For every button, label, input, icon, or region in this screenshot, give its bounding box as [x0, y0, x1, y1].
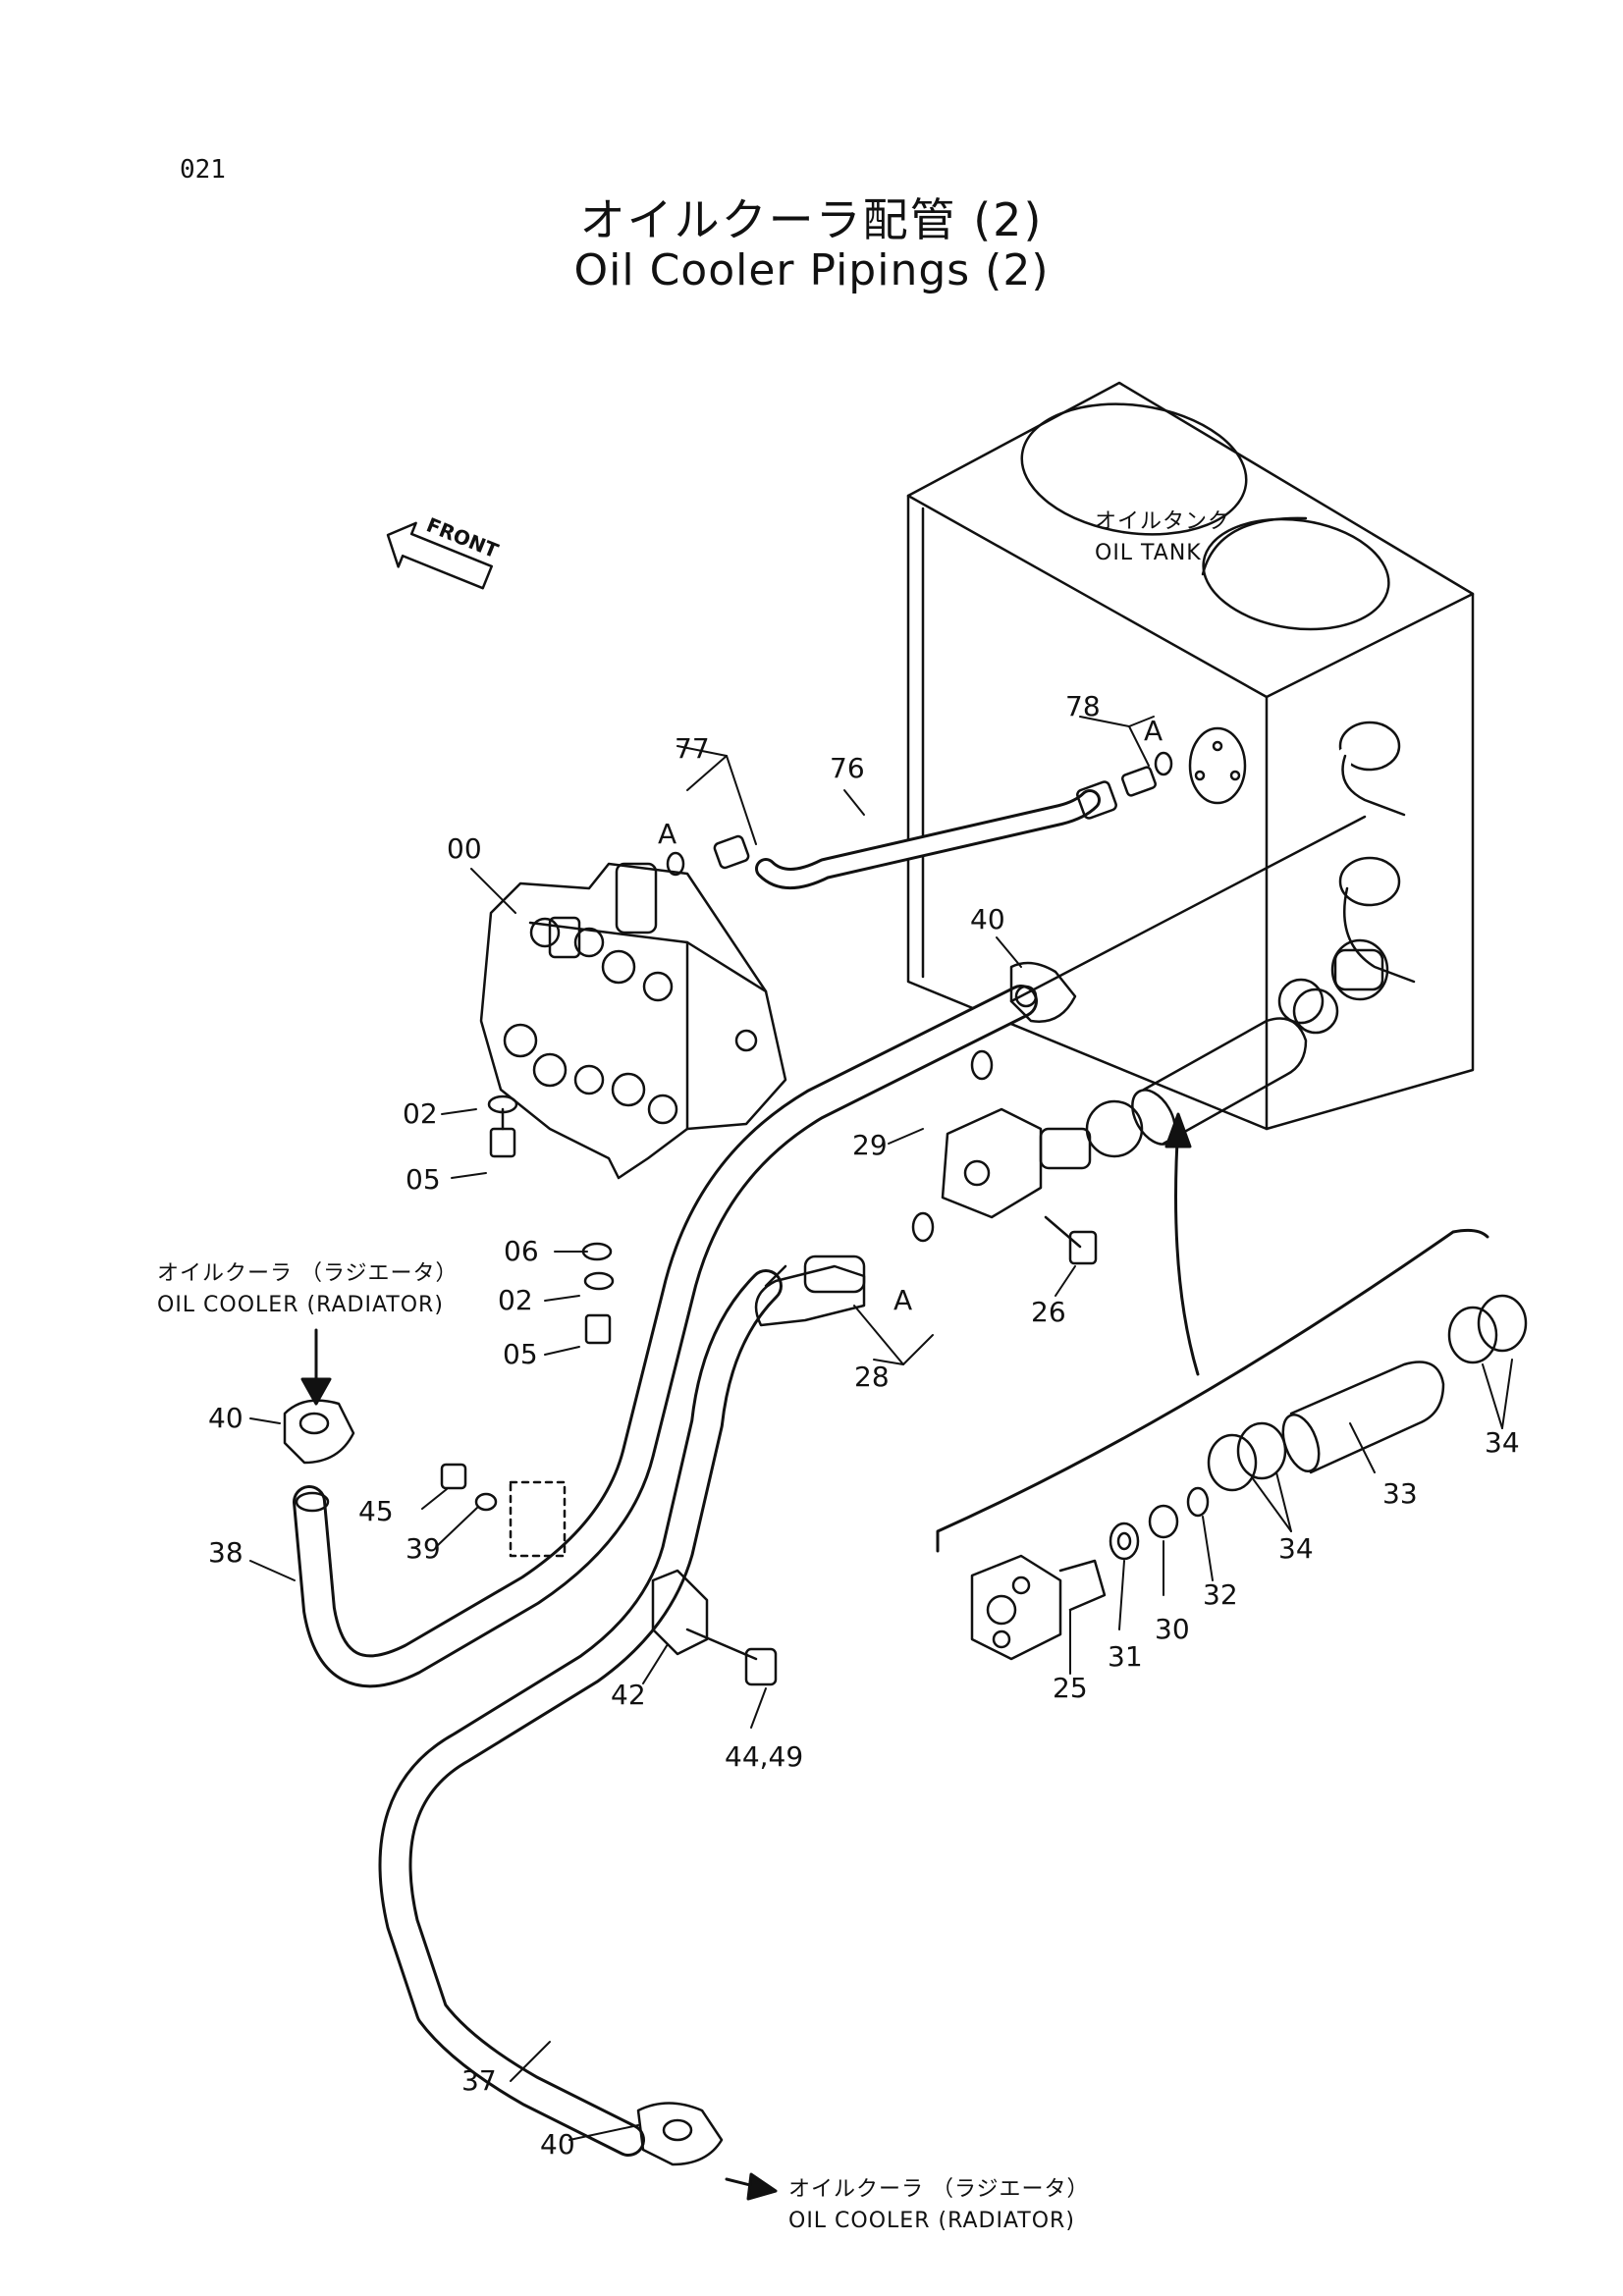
part-label: 77	[675, 732, 710, 765]
oil-cooler-outlet-note-en: OIL COOLER (RADIATOR)	[788, 2209, 1075, 2233]
pipe-38	[293, 985, 1038, 1688]
part-label: 32	[1203, 1578, 1238, 1611]
clamp-40-left	[283, 1399, 355, 1465]
control-valve	[479, 862, 787, 1180]
part-label: 44,49	[725, 1740, 804, 1773]
part-label: 76	[830, 752, 865, 784]
nut-45	[440, 1463, 567, 1558]
oil-cooler-outlet-note-ja: オイルクーラ （ラジエータ）	[788, 2177, 1090, 2202]
page-number: 021	[180, 155, 226, 185]
part-label: A	[658, 818, 677, 850]
part-label: 29	[852, 1129, 888, 1161]
part-label: 28	[854, 1361, 890, 1393]
part-label: 26	[1031, 1296, 1066, 1328]
oil-tank-note-en: OIL TANK	[1095, 541, 1202, 565]
part-label: 02	[403, 1097, 438, 1130]
bolt-44-49	[685, 1628, 778, 1686]
front-arrow-icon	[386, 521, 493, 590]
part-label: A	[893, 1284, 913, 1316]
hose-33-upper	[1085, 978, 1339, 1158]
detail-frame	[936, 1228, 1489, 1553]
part-label: 37	[461, 2064, 497, 2097]
arrow-down-icon	[300, 1328, 332, 1406]
part-label: 02	[498, 1284, 533, 1316]
part-label: 78	[1065, 690, 1101, 722]
part-label: A	[1144, 715, 1163, 747]
adapter-assembly	[754, 1049, 1092, 1327]
bracket-42	[651, 1569, 709, 1656]
arrow-up-icon	[1164, 1112, 1200, 1376]
part-label: 30	[1155, 1613, 1190, 1645]
clamp-40-bottom	[636, 2102, 724, 2166]
leader-lines	[249, 716, 1513, 2141]
part-label: 38	[208, 1536, 243, 1569]
part-label: 05	[503, 1338, 538, 1370]
oil-cooler-inlet-note-ja: オイルクーラ （ラジエータ）	[157, 1261, 459, 1286]
part-label: 34	[1278, 1532, 1314, 1565]
part-label: 25	[1053, 1672, 1088, 1704]
pipe-37	[378, 815, 1367, 2157]
part-label: 45	[358, 1495, 394, 1527]
hose-assembly	[666, 751, 1173, 889]
oil-tank-note-ja: オイルタンク	[1095, 509, 1231, 534]
part-label: 34	[1485, 1426, 1520, 1459]
part-label: 31	[1108, 1640, 1143, 1673]
oil-cooler-inlet-note: オイルクーラ （ラジエータ） OIL COOLER (RADIATOR)	[157, 1258, 459, 1321]
oil-tank-note: オイルタンク OIL TANK	[1095, 507, 1230, 569]
bolt-26	[1044, 1215, 1098, 1265]
part-label: 06	[504, 1235, 539, 1267]
part-label: 42	[611, 1679, 646, 1711]
bolt-05-lower	[581, 1242, 615, 1345]
arrow-right-icon	[725, 2172, 778, 2201]
part-label: 33	[1382, 1477, 1418, 1510]
oil-cooler-inlet-note-en: OIL COOLER (RADIATOR)	[157, 1293, 444, 1317]
part-label: 05	[406, 1163, 441, 1196]
part-label: 40	[208, 1402, 243, 1434]
title-english: Oil Cooler Pipings (2)	[573, 245, 1050, 295]
oil-cooler-outlet-note: オイルクーラ （ラジエータ） OIL COOLER (RADIATOR)	[788, 2174, 1090, 2237]
detail-parts	[970, 1294, 1528, 1661]
part-label: 40	[540, 2128, 575, 2161]
title-japanese: オイルクーラ配管 (2)	[579, 193, 1044, 246]
oil-tank	[906, 381, 1475, 1131]
part-label: 00	[447, 832, 482, 865]
part-label: 39	[406, 1532, 441, 1565]
part-label: 40	[970, 903, 1005, 935]
bolt-05-upper	[487, 1095, 518, 1158]
clamp-40-top	[1009, 961, 1077, 1023]
